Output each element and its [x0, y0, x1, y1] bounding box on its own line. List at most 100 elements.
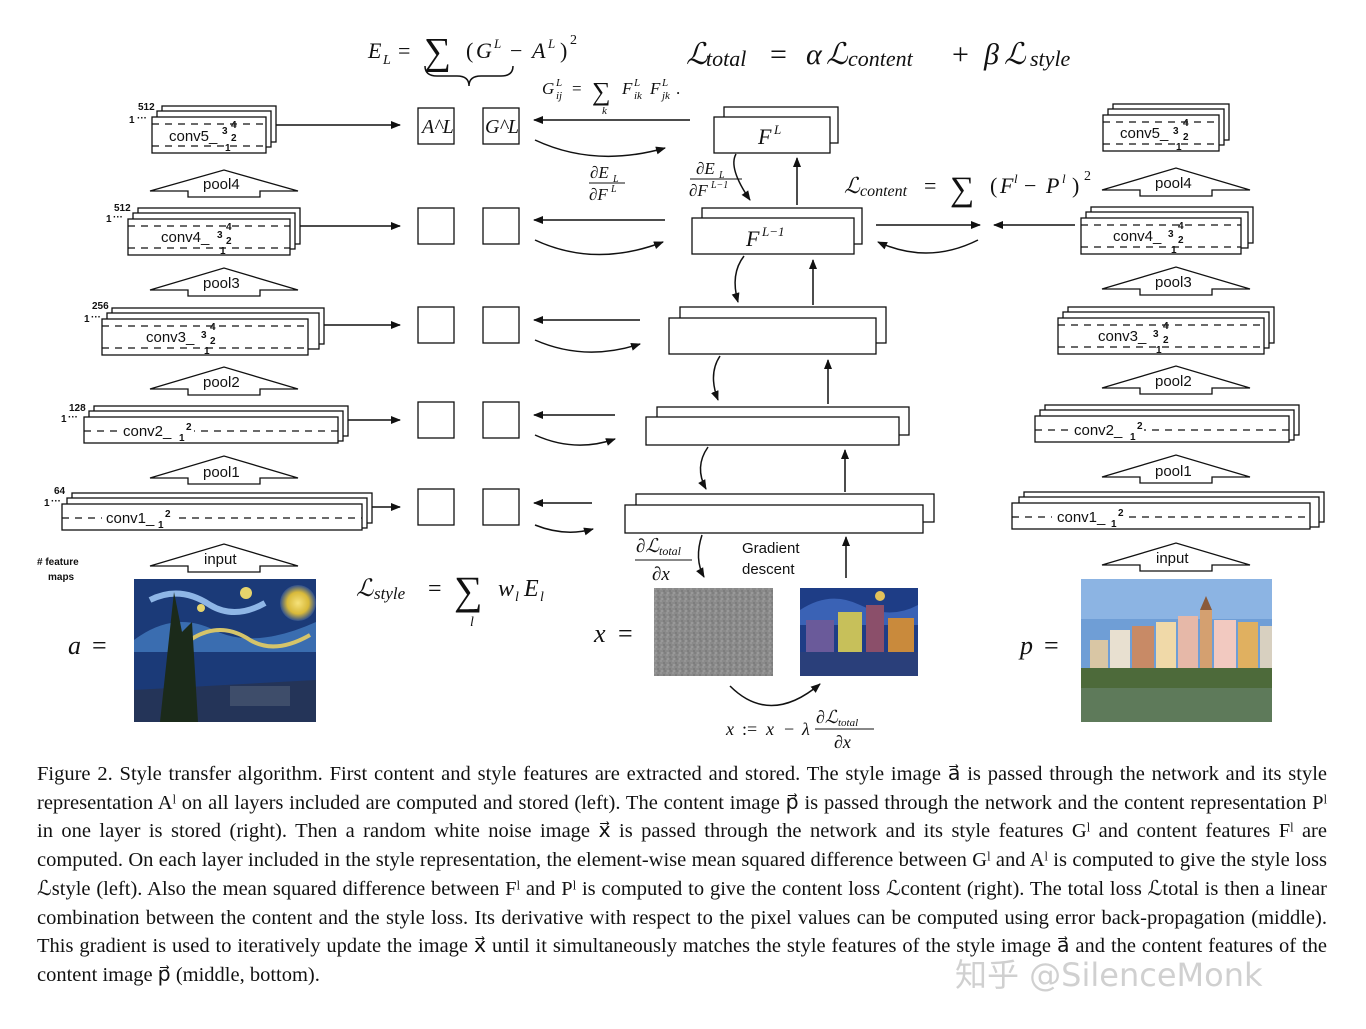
svg-text:λ: λ: [801, 719, 810, 739]
svg-text:L: L: [382, 53, 391, 68]
svg-text:=: =: [1044, 631, 1059, 660]
grad-total-formula: ∂ℒ total ∂x⃗: [635, 536, 692, 585]
style-loss-formula: ℒ style = ∑ l w l E l: [356, 568, 544, 630]
style-pool4-label: pool4: [203, 176, 240, 193]
style-conv4-count: 512: [114, 203, 131, 214]
svg-text:∂ℒ: ∂ℒ: [816, 707, 839, 727]
svg-text:L: L: [633, 77, 640, 89]
content-pool4-arrow: [1101, 167, 1251, 197]
svg-text:4: 4: [1178, 221, 1184, 232]
svg-text:1: 1: [106, 214, 112, 225]
svg-text:l: l: [515, 590, 519, 605]
content-pool3-arrow: [1101, 266, 1251, 296]
content-conv4-label: conv4_: [1113, 228, 1162, 245]
middle-conv3-box: [668, 317, 877, 355]
content-pool3-label: pool3: [1155, 274, 1192, 291]
svg-text:1: 1: [1156, 345, 1162, 356]
style-pool3-label: pool3: [203, 275, 240, 292]
style-conv3-label: conv3_: [146, 329, 195, 346]
svg-text:F: F: [757, 124, 772, 149]
style-conv5-block: conv5_ 3 4 2 1 512 1 ···: [129, 102, 277, 154]
svg-text:content: content: [848, 46, 914, 71]
a-box-5: [417, 107, 455, 145]
svg-text:L: L: [718, 170, 725, 181]
a-label: A^L: [420, 116, 454, 138]
svg-text:1: 1: [44, 498, 50, 509]
svg-text:∂x⃗: ∂x⃗: [652, 564, 685, 585]
style-image-label: a⃗: [68, 631, 101, 660]
svg-text:content: content: [860, 183, 908, 200]
svg-text:total: total: [706, 46, 746, 71]
svg-text:2: 2: [1118, 508, 1124, 519]
svg-text:w: w: [498, 576, 514, 602]
svg-text:): ): [560, 38, 567, 63]
feature-top-box: [713, 116, 831, 154]
content-pool2-label: pool2: [1155, 373, 1192, 390]
svg-text:style: style: [1030, 46, 1071, 71]
svg-text:3: 3: [201, 330, 207, 341]
svg-text:(: (: [990, 173, 997, 198]
middle-conv1-box: [624, 504, 924, 534]
svg-text:maps: maps: [48, 572, 75, 583]
svg-text:3: 3: [222, 126, 228, 137]
svg-text:ℒ: ℒ: [844, 173, 861, 198]
svg-text:P: P: [1045, 173, 1059, 198]
svg-text:l: l: [470, 615, 474, 630]
content-network: conv5_ 3 4 2 1 pool4 conv4_ 3 4 2 1 pool…: [1011, 103, 1325, 572]
svg-text:x⃗: x⃗: [725, 719, 748, 739]
a-box-1: [417, 488, 455, 526]
svg-text:jk: jk: [660, 90, 671, 102]
style-conv4-block: conv4_ 3 4 2 1 512 1 ···: [106, 203, 301, 257]
svg-text:∑: ∑: [950, 171, 974, 208]
content-input-arrow: [1101, 542, 1251, 572]
svg-text:L: L: [493, 36, 501, 51]
svg-text:2: 2: [1183, 132, 1189, 143]
svg-text:2: 2: [1137, 421, 1143, 432]
generated-image-label: x⃗: [593, 619, 626, 648]
svg-text:∑: ∑: [424, 31, 451, 73]
brace: [424, 65, 514, 87]
content-pool4-label: pool4: [1155, 175, 1192, 192]
stylized-image: [800, 588, 918, 676]
style-conv3-block: conv3_ 3 4 2 1 256 1 ···: [84, 301, 325, 357]
svg-text:=: =: [924, 173, 936, 198]
content-pool1-arrow: [1101, 454, 1251, 484]
style-conv2-count: 128: [69, 403, 86, 414]
style-conv5-label: conv5_: [169, 128, 218, 145]
content-conv2-label: conv2_: [1074, 422, 1123, 439]
svg-text:β: β: [983, 38, 999, 71]
svg-text:2: 2: [226, 236, 232, 247]
noise-image: [654, 588, 773, 676]
svg-text:∂E: ∂E: [696, 159, 715, 178]
svg-text:4: 4: [210, 322, 216, 333]
style-conv1-block: conv1_ 2 1 64 1 ···: [44, 486, 373, 531]
svg-text:): ): [1072, 173, 1079, 198]
content-loss-formula: ℒ content = ∑ ( F l − P l ) 2: [844, 169, 1091, 208]
svg-text:l: l: [1062, 171, 1066, 186]
content-conv3-label: conv3_: [1098, 328, 1147, 345]
g-label: G^L: [485, 116, 519, 138]
svg-text:2: 2: [1084, 169, 1091, 184]
svg-text:∑: ∑: [592, 77, 611, 106]
a-box-3: [417, 306, 455, 344]
svg-text:k: k: [602, 105, 608, 117]
svg-text:∑: ∑: [454, 568, 483, 613]
svg-text:−: −: [784, 719, 794, 739]
svg-text:=: =: [618, 619, 633, 648]
svg-text:L: L: [610, 184, 617, 195]
svg-text:l: l: [540, 590, 544, 605]
content-conv5-label: conv5_: [1120, 125, 1169, 142]
total-loss-formula: ℒ total = α ℒ content + β ℒ style: [686, 38, 1071, 71]
svg-text::=: :=: [742, 719, 757, 739]
style-network: conv5_ 3 4 2 1 512 1 ··· pool4 conv4_ 3 …: [37, 102, 373, 583]
middle-conv2-box: [645, 416, 900, 446]
style-conv4-label: conv4_: [161, 229, 210, 246]
svg-text:F: F: [621, 79, 633, 98]
style-conv1-count: 64: [54, 486, 66, 497]
content-conv3-block: conv3_ 3 4 2 1: [1057, 306, 1275, 356]
svg-text:3: 3: [1168, 229, 1174, 240]
style-conv1-label: conv1_: [106, 510, 155, 527]
svg-text:2: 2: [165, 509, 171, 520]
svg-text:L: L: [612, 174, 619, 185]
svg-text:2: 2: [1178, 235, 1184, 246]
